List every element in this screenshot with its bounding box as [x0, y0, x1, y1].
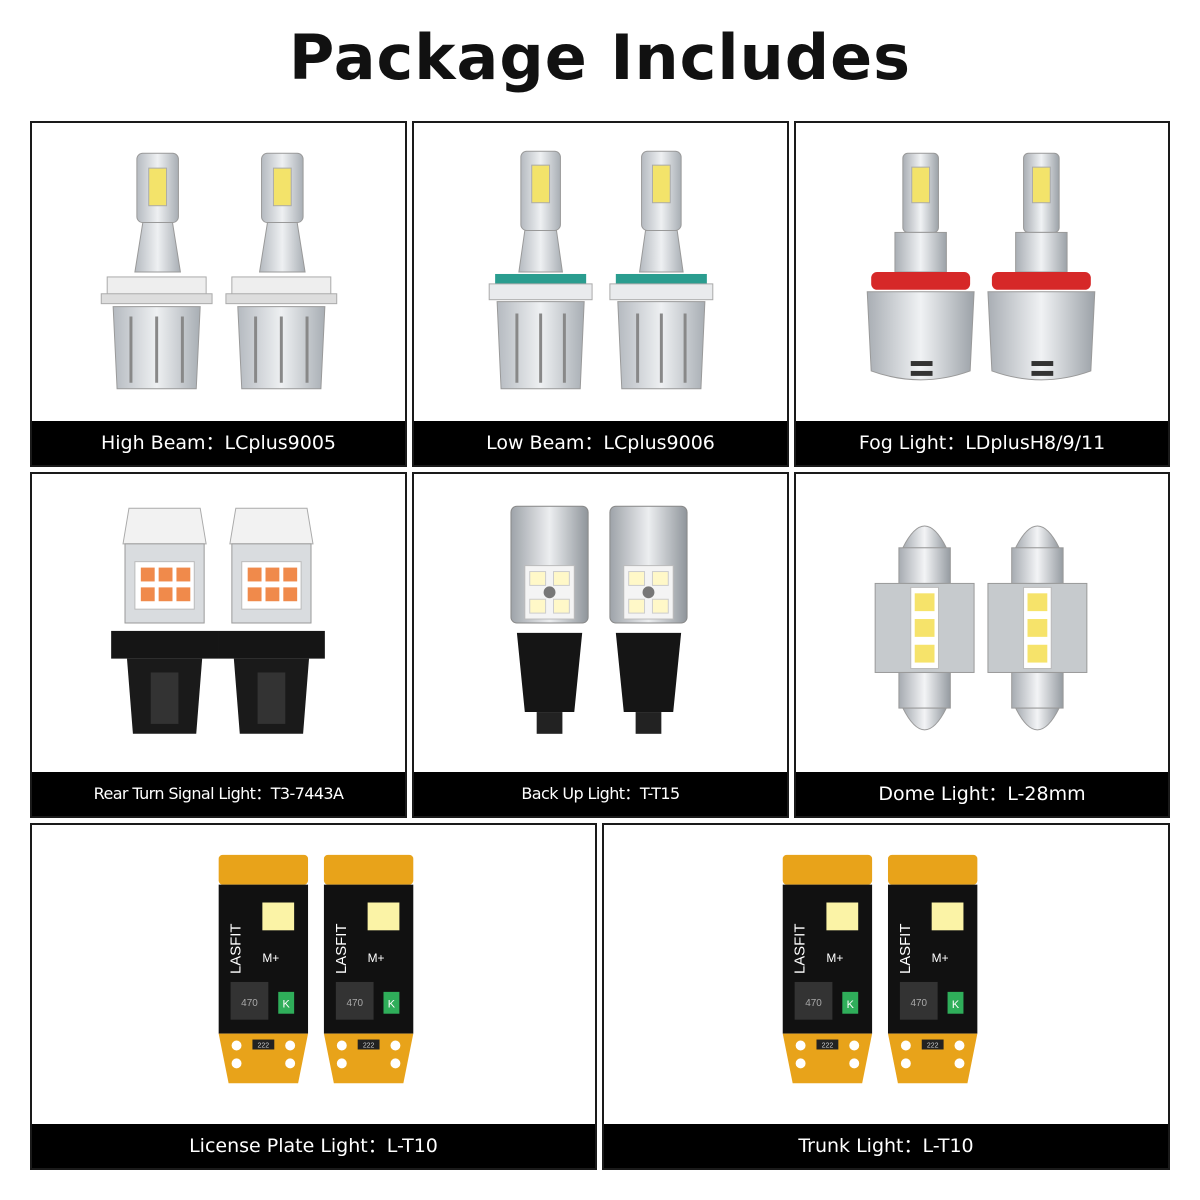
- product-card-fog-light: Fog Light：LDplusH8/9/11: [794, 121, 1170, 467]
- product-label: Fog Light：LDplusH8/9/11: [796, 421, 1168, 465]
- product-label: Rear Turn Signal Light：T3-7443A: [32, 772, 405, 816]
- product-card-dome-light: Dome Light：L-28mm: [794, 472, 1170, 818]
- brand-text: LASFIT: [898, 924, 914, 974]
- bulb-left: [488, 150, 593, 390]
- product-label: License Plate Light：L-T10: [32, 1124, 595, 1168]
- bulb-left: [866, 152, 975, 381]
- chip-label: 222: [822, 1042, 834, 1049]
- chip-label: 470: [346, 998, 363, 1009]
- turn-signal-bulb-image: [32, 474, 405, 772]
- product-card-high-beam: High Beam：LCplus9005: [30, 121, 407, 467]
- product-label: Back Up Light：T-T15: [414, 772, 787, 816]
- chip-label: 222: [258, 1042, 270, 1049]
- product-label: High Beam：LCplus9005: [32, 421, 405, 465]
- chip-label: M+: [932, 951, 949, 965]
- low-beam-bulb-image: [414, 123, 787, 421]
- chip-label: K: [952, 999, 960, 1011]
- bulb-right: [609, 505, 688, 734]
- license-plate-bulb-image: LASFIT M+ 470 K 222 LASFIT M+: [32, 825, 595, 1124]
- product-card-back-up-light: Back Up Light：T-T15: [412, 472, 789, 818]
- product-card-rear-turn-signal: Rear Turn Signal Light：T3-7443A: [30, 472, 407, 818]
- trunk-light-bulb-image: LASFIT M+ 470 K 222 LASFIT M+: [604, 825, 1168, 1124]
- product-card-low-beam: Low Beam：LCplus9006: [412, 121, 789, 467]
- chip-label: 222: [363, 1042, 375, 1049]
- bulb-left: [111, 507, 219, 734]
- product-label: Dome Light：L-28mm: [796, 772, 1168, 816]
- bulb-left: [100, 152, 213, 390]
- bulb-right: [225, 152, 338, 390]
- product-card-trunk-light: LASFIT M+ 470 K 222 LASFIT M+: [602, 823, 1170, 1170]
- bulb-right: [218, 507, 325, 734]
- chip-label: K: [388, 999, 396, 1011]
- product-label: Trunk Light：L-T10: [604, 1124, 1168, 1168]
- brand-text: LASFIT: [793, 924, 809, 974]
- chip-label: 470: [805, 998, 822, 1009]
- chip-label: 222: [927, 1042, 939, 1049]
- bulb-right: [987, 525, 1088, 731]
- fog-light-bulb-image: [796, 123, 1168, 421]
- t10-bulb-left: LASFIT M+ 470 K 222: [782, 854, 873, 1084]
- t10-bulb-right: LASFIT M+ 470 K 222: [887, 854, 978, 1084]
- t10-bulb-right: LASFIT M+ 470 K 222: [323, 854, 414, 1084]
- chip-label: M+: [826, 951, 843, 965]
- chip-label: 470: [911, 998, 928, 1009]
- chip-label: 470: [241, 998, 258, 1009]
- bulb-right: [609, 150, 714, 390]
- chip-label: M+: [368, 951, 385, 965]
- product-label: Low Beam：LCplus9006: [414, 421, 787, 465]
- product-card-license-plate-light: LASFIT M+ 470 K 222 LASFIT M+: [30, 823, 597, 1170]
- brand-text: LASFIT: [334, 924, 350, 974]
- back-up-bulb-image: [414, 474, 787, 772]
- t10-bulb-left: LASFIT M+ 470 K 222: [218, 854, 309, 1084]
- bulb-left: [510, 505, 589, 734]
- chip-label: M+: [262, 951, 279, 965]
- chip-label: K: [283, 999, 291, 1011]
- chip-label: K: [847, 999, 855, 1011]
- high-beam-bulb-image: [32, 123, 405, 421]
- page-title: Package Includes: [288, 21, 912, 94]
- brand-text: LASFIT: [229, 924, 245, 974]
- bulb-right: [987, 152, 1096, 381]
- bulb-left: [874, 525, 975, 731]
- dome-light-bulb-image: [796, 474, 1168, 772]
